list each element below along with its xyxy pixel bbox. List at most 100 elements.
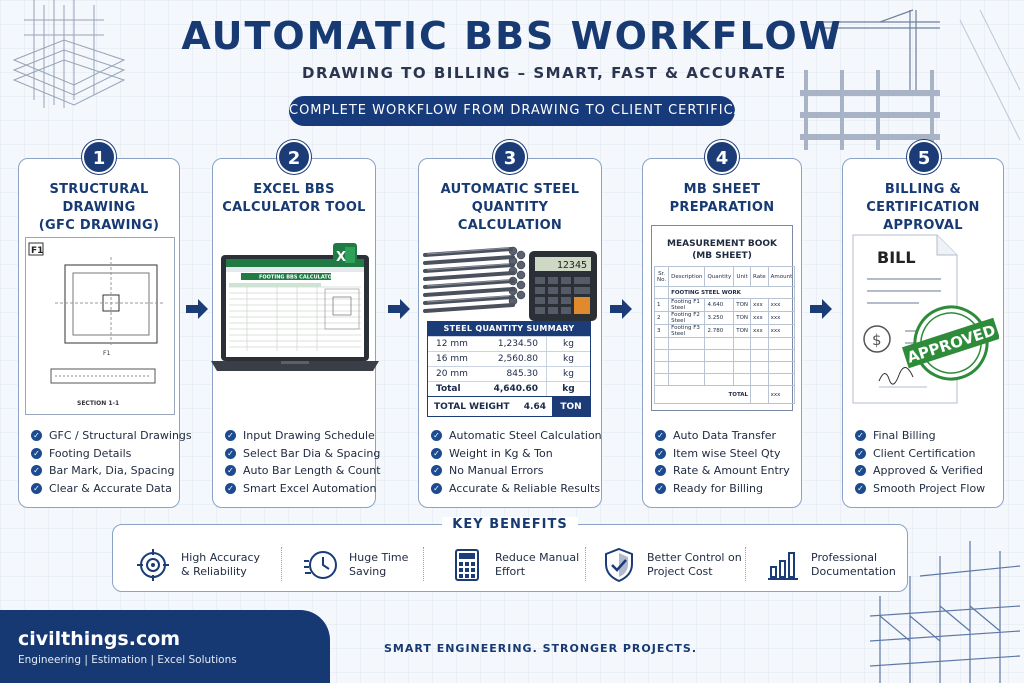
footing-drawing-image: F1 F1 SECTION 1-1 xyxy=(25,237,175,415)
bullet-item: ✓Rate & Amount Entry xyxy=(655,462,795,480)
check-icon: ✓ xyxy=(225,447,236,459)
mb-title: MEASUREMENT BOOK (MB SHEET) xyxy=(667,239,777,261)
divider xyxy=(585,547,586,581)
check-icon: ✓ xyxy=(431,430,442,442)
benefit-item: Better Control on Project Cost xyxy=(601,545,742,585)
bullet-item: ✓Item wise Steel Qty xyxy=(655,445,795,463)
step-number-badge: 5 xyxy=(907,140,941,174)
bullet-item: ✓Footing Details xyxy=(31,445,173,463)
calculator-image: 12345 xyxy=(529,251,597,321)
step-number-badge: 3 xyxy=(493,140,527,174)
step-title: BILLING & CERTIFICATION APPROVAL xyxy=(866,182,980,233)
bullet-item: ✓Input Drawing Schedule xyxy=(225,427,375,445)
drawing-label: F1 xyxy=(103,350,110,357)
bullet-item: ✓Smart Excel Automation xyxy=(225,480,376,498)
check-icon: ✓ xyxy=(655,465,666,477)
divider xyxy=(281,547,282,581)
benefit-label: High Accuracy & Reliability xyxy=(181,551,260,578)
bullet-item: ✓Accurate & Reliable Results xyxy=(431,480,600,498)
step-bullets: ✓Input Drawing Schedule ✓Select Bar Dia … xyxy=(225,427,381,498)
section-label: SECTION 1-1 xyxy=(77,400,119,407)
benefit-label: Professional Documentation xyxy=(811,551,896,578)
benefit-label: Huge Time Saving xyxy=(349,551,409,578)
bullet-item: ✓Weight in Kg & Ton xyxy=(431,445,595,463)
check-icon: ✓ xyxy=(431,482,442,494)
clock-icon xyxy=(304,551,337,579)
mb-sheet-document: MEASUREMENT BOOK (MB SHEET) Sr. No.Descr… xyxy=(651,225,796,411)
check-icon: ✓ xyxy=(31,482,42,494)
step-card-mb-sheet: MB SHEET PREPARATION MEASUREMENT BOOK (M… xyxy=(642,158,802,508)
check-icon: ✓ xyxy=(31,465,42,477)
sheet-title: FOOTING BBS CALCULATOR xyxy=(259,275,336,281)
flow-arrow-icon xyxy=(610,299,632,319)
workflow-banner: COMPLETE WORKFLOW FROM DRAWING TO CLIENT… xyxy=(289,96,735,126)
excel-icon: X xyxy=(333,243,357,267)
bullet-item: ✓Ready for Billing xyxy=(655,480,795,498)
step-number-badge: 4 xyxy=(705,140,739,174)
bullet-item: ✓Smooth Project Flow xyxy=(855,480,997,498)
bullet-item: ✓Clear & Accurate Data xyxy=(31,480,173,498)
check-icon: ✓ xyxy=(225,430,236,442)
check-icon: ✓ xyxy=(655,447,666,459)
step-title: AUTOMATIC STEEL QUANTITY CALCULATION xyxy=(440,182,580,233)
shield-check-icon xyxy=(605,547,633,583)
benefits-title: KEY BENEFITS xyxy=(113,517,907,532)
bullet-item: ✓Approved & Verified xyxy=(855,462,997,480)
check-icon: ✓ xyxy=(855,482,866,494)
divider xyxy=(423,547,424,581)
footer-brand-panel: civilthings.com Engineering | Estimation… xyxy=(0,610,330,683)
step-card-drawing: STRUCTURAL DRAWING (GFC DRAWING) F1 F1 S… xyxy=(18,158,192,508)
check-icon: ✓ xyxy=(431,447,442,459)
step-bullets: ✓Automatic Steel Calculation ✓Weight in … xyxy=(431,427,602,498)
step-title: EXCEL BBS CALCULATOR TOOL xyxy=(222,182,366,215)
bullet-item: ✓Automatic Steel Calculation xyxy=(431,427,602,445)
brand-name: civilthings.com xyxy=(18,628,181,650)
step-card-billing: BILLING & CERTIFICATION APPROVAL BILL $ … xyxy=(842,158,1004,508)
check-icon: ✓ xyxy=(31,447,42,459)
bullet-item: ✓GFC / Structural Drawings xyxy=(31,427,192,445)
divider xyxy=(745,547,746,581)
flow-arrow-icon xyxy=(388,299,410,319)
step-bullets: ✓Auto Data Transfer ✓Item wise Steel Qty… xyxy=(655,427,795,497)
benefit-label: Reduce Manual Effort xyxy=(495,551,580,578)
step-title: STRUCTURAL DRAWING (GFC DRAWING) xyxy=(38,182,160,233)
page-title: AUTOMATIC BBS WORKFLOW xyxy=(181,14,843,58)
check-icon: ✓ xyxy=(225,482,236,494)
bullet-item: ✓Client Certification xyxy=(855,445,997,463)
benefit-label: Better Control on Project Cost xyxy=(647,551,742,578)
check-icon: ✓ xyxy=(431,465,442,477)
flow-arrow-icon xyxy=(810,299,832,319)
svg-text:$: $ xyxy=(872,331,882,349)
brand-subtitle: Engineering | Estimation | Excel Solutio… xyxy=(18,654,237,666)
benefit-item: Professional Documentation xyxy=(765,545,896,585)
check-icon: ✓ xyxy=(655,482,666,494)
summary-title: STEEL QUANTITY SUMMARY xyxy=(428,322,590,336)
bullet-item: ✓Select Bar Dia & Spacing xyxy=(225,445,380,463)
footer-slogan: SMART ENGINEERING. STRONGER PROJECTS. xyxy=(384,642,698,655)
check-icon: ✓ xyxy=(225,465,236,477)
bullet-item: ✓No Manual Errors xyxy=(431,462,595,480)
benefit-item: High Accuracy & Reliability xyxy=(135,545,260,585)
bill-document-image: BILL $ APPROVED xyxy=(852,234,999,404)
benefit-item: Huge Time Saving xyxy=(303,545,408,585)
laptop-excel-image: FOOTING BBS CALCULATOR xyxy=(211,255,379,371)
bill-label: BILL xyxy=(877,248,916,267)
step-bullets: ✓GFC / Structural Drawings ✓Footing Deta… xyxy=(31,427,192,498)
check-icon: ✓ xyxy=(855,430,866,442)
rebar-cage-illustration xyxy=(12,0,126,108)
step-bullets: ✓Final Billing ✓Client Certification ✓Ap… xyxy=(855,427,997,497)
bar-chart-icon xyxy=(768,552,798,580)
steel-bars-image xyxy=(423,246,526,313)
benefit-item: Reduce Manual Effort xyxy=(449,545,579,585)
step-card-excel: EXCEL BBS CALCULATOR TOOL FOOTING BBS CA… xyxy=(211,158,381,508)
check-icon: ✓ xyxy=(855,447,866,459)
flow-arrow-icon xyxy=(186,299,208,319)
